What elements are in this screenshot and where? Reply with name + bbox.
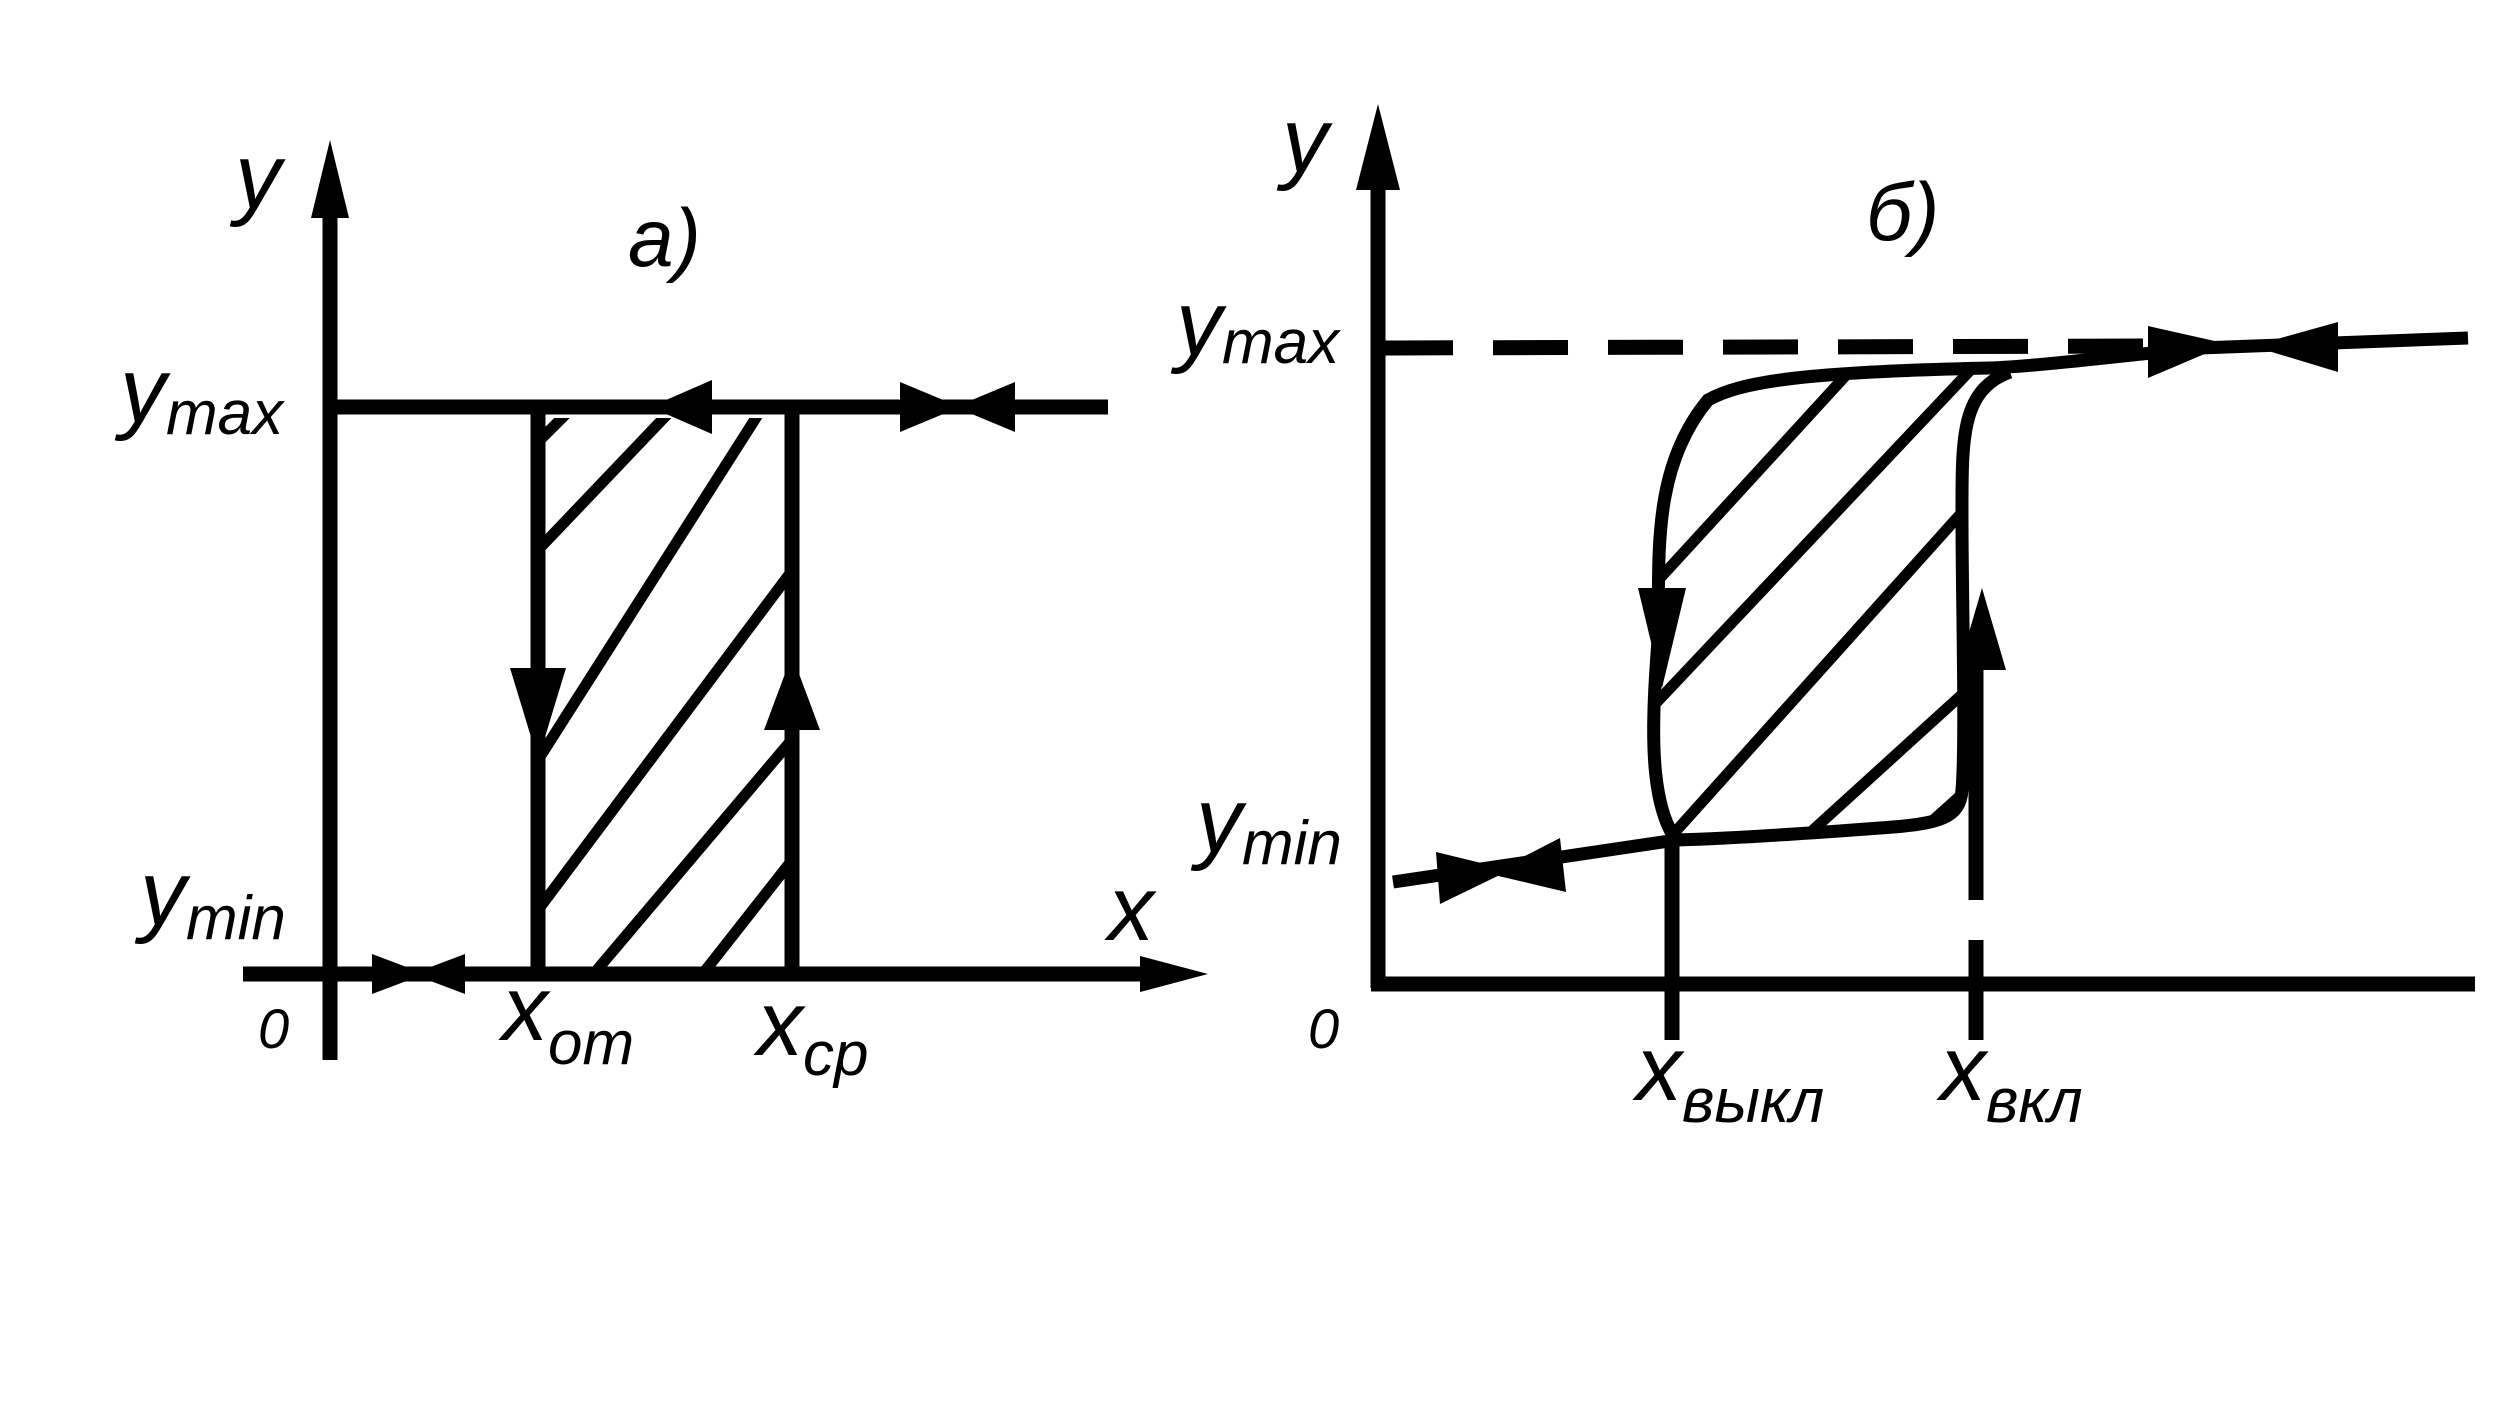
panel-b-origin-label: 0 [1308, 997, 1339, 1060]
panel-b-ymin-label: ymin [1190, 770, 1342, 878]
panel-a-arrow-bottom-bowtie-right [372, 954, 425, 994]
panel-a-arrow-down [510, 668, 566, 760]
panel-a-arrow-up [764, 655, 820, 730]
panel-a-x-axis-label: x [1104, 858, 1157, 960]
panel-b-x-on-label: xвкл [1936, 1018, 2083, 1136]
panel-b-label: б) [1866, 167, 1939, 258]
panel-a-y-axis-arrowhead [311, 140, 349, 218]
panel-b-y-axis-arrowhead [1356, 104, 1400, 190]
panel-a-y-axis-label: y [229, 126, 286, 228]
panel-a-ymin-label: ymin [134, 843, 286, 953]
panel-a-x-on-label: xср [753, 973, 868, 1089]
panel-a-arrow-top-bowtie-left [955, 382, 1015, 432]
panel-b-ymax-dashed-line [1377, 338, 2161, 356]
panel-a-label: а) [628, 193, 701, 284]
panel-a-arrow-bottom-bowtie-left [412, 954, 465, 994]
panel-a-x-axis-arrowhead [1140, 956, 1208, 992]
panel-b-arrow-top-bowtie-left [2252, 322, 2338, 372]
panel-b-arrow-top-bowtie-right [2148, 326, 2228, 378]
panel-a-arrow-top-bowtie-right [900, 382, 960, 432]
panel-b-arrow-bottom-bowtie-right [1436, 852, 1510, 904]
panel-b-arrow-up [1958, 588, 2006, 670]
panel-b [1356, 104, 2475, 1040]
panel-b-arrow-down [1638, 588, 1686, 688]
panel-a-hatching [538, 418, 792, 974]
panel-a [243, 140, 1208, 1060]
panel-b-hatching [1653, 368, 1990, 840]
panel-a-arrow-top-left [650, 380, 712, 434]
panel-b-x-off-label: xвыкл [1632, 1018, 1824, 1136]
panel-a-x-off-label: xот [498, 958, 634, 1078]
panel-a-origin-label: 0 [258, 997, 289, 1060]
panel-b-ymax-label: ymax [1170, 273, 1341, 377]
panel-b-arrow-bottom-bowtie-left [1490, 838, 1566, 892]
panel-b-y-axis-label: y [1276, 90, 1333, 192]
panel-a-ymax-label: ymax [114, 340, 285, 448]
